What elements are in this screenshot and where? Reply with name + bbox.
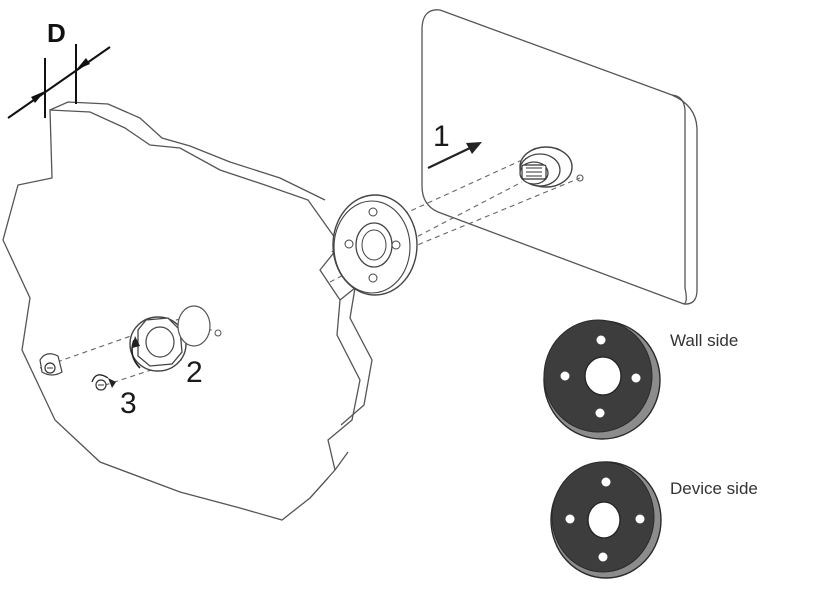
device-side-label: Device side xyxy=(670,479,758,498)
screws: 3 xyxy=(39,353,137,420)
rosette-exploded xyxy=(332,194,418,296)
wall-side-rosette xyxy=(543,319,661,440)
panel-connector xyxy=(519,146,584,188)
step-1-indicator: 1 xyxy=(427,120,482,169)
screw-arrow-icon xyxy=(108,378,116,388)
rotate-arrow-icon xyxy=(132,336,140,348)
step-3-label: 3 xyxy=(120,387,137,420)
step-1-label: 1 xyxy=(433,120,450,153)
device-side-rosette xyxy=(550,461,662,579)
wall-slab xyxy=(2,101,373,521)
step-1-arrow-icon xyxy=(466,142,482,154)
step-2-label: 2 xyxy=(186,356,203,389)
dimension-label: D xyxy=(47,18,66,48)
assembly-guide-lines xyxy=(39,159,581,389)
dimension-arrow-left-icon xyxy=(31,91,45,103)
lock-nut: 2 xyxy=(129,305,222,389)
wall-side-label: Wall side xyxy=(670,331,738,350)
dimension-arrow-right-icon xyxy=(76,58,90,70)
dimension-d-marker: D xyxy=(7,18,111,119)
device-panel xyxy=(421,9,698,305)
